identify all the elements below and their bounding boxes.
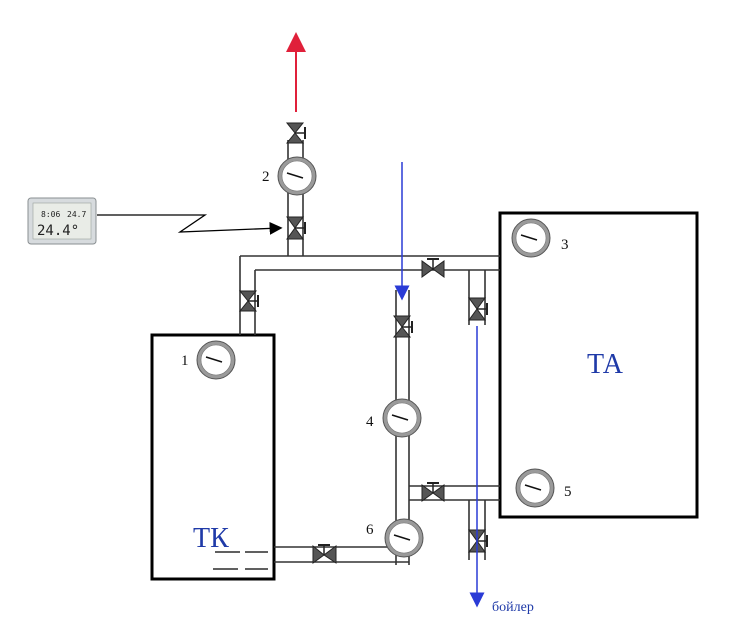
valve-tk-link bbox=[238, 290, 259, 312]
gauge-3-number: 3 bbox=[561, 237, 569, 253]
gauge-4-number: 4 bbox=[366, 414, 374, 430]
gauge-6-number: 6 bbox=[366, 522, 374, 538]
tk-label: ТК bbox=[193, 523, 229, 554]
gauge-1-number: 1 bbox=[181, 353, 189, 369]
thermostat-main-temp: 24.4° bbox=[37, 223, 79, 239]
gauge-4: 4 bbox=[366, 398, 422, 438]
gauge-5-number: 5 bbox=[564, 484, 572, 500]
thermostat-small-temp: 24.7 bbox=[67, 210, 86, 219]
ta-label: ТА bbox=[587, 349, 624, 380]
gauge-5: 5 bbox=[515, 468, 572, 508]
thermostat-time: 8:06 bbox=[41, 210, 60, 219]
valve-column bbox=[392, 315, 413, 338]
thermostat-display: 8:06 24.7 24.4° bbox=[27, 197, 97, 245]
valves bbox=[238, 122, 488, 564]
gauge-6: 6 bbox=[366, 518, 424, 558]
boiler-label: бойлер bbox=[492, 600, 534, 615]
gauge-2: 2 bbox=[262, 156, 317, 196]
valve-ta-top bbox=[421, 258, 445, 278]
gauge-2-number: 2 bbox=[262, 169, 270, 185]
valve-ta-bottom bbox=[421, 482, 445, 502]
tank-ta bbox=[498, 211, 699, 519]
signal-line bbox=[97, 214, 283, 235]
gauge-3: 3 bbox=[511, 218, 569, 258]
valve-ta-right-top bbox=[468, 297, 488, 321]
valve-tk-bottom bbox=[312, 544, 337, 564]
valve-top bbox=[285, 122, 306, 144]
valve-thermostat bbox=[286, 216, 306, 240]
pipes bbox=[239, 140, 500, 565]
gauge-1: 1 bbox=[181, 340, 236, 380]
